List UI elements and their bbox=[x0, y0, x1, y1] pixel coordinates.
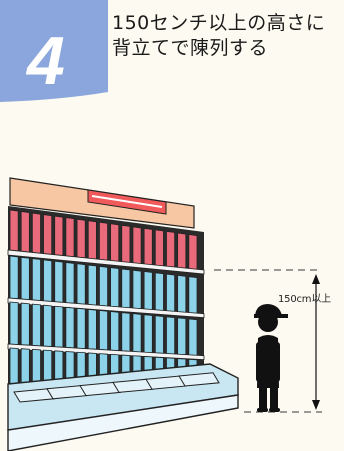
product-item bbox=[143, 227, 153, 266]
product-item bbox=[9, 209, 19, 252]
product-item bbox=[166, 316, 176, 355]
product-item bbox=[54, 215, 64, 257]
shelf-lip bbox=[7, 249, 205, 275]
product-item bbox=[20, 256, 30, 301]
product-item bbox=[99, 221, 108, 261]
product-item bbox=[188, 234, 198, 271]
title-line-1: 150センチ以上の高さに bbox=[112, 12, 326, 34]
product-item bbox=[143, 314, 153, 354]
product-item bbox=[31, 212, 41, 254]
product-item bbox=[132, 313, 142, 353]
shelf-lip bbox=[7, 297, 205, 319]
product-item bbox=[110, 223, 120, 262]
shelf-rows bbox=[7, 209, 205, 397]
product-item bbox=[121, 224, 131, 264]
base-trays bbox=[13, 372, 220, 403]
product-item bbox=[177, 274, 187, 313]
product-item bbox=[9, 255, 19, 300]
step-badge bbox=[0, 0, 108, 102]
title-line-2: 背立てで陳列する bbox=[112, 37, 269, 59]
product-item bbox=[188, 276, 198, 314]
product-item bbox=[65, 306, 75, 349]
product-item bbox=[121, 312, 131, 352]
product-item bbox=[76, 263, 86, 305]
product-item bbox=[154, 229, 164, 267]
product-item bbox=[154, 272, 164, 312]
product-item bbox=[31, 258, 41, 301]
product-item bbox=[9, 347, 19, 387]
product-item bbox=[76, 307, 86, 350]
product-item bbox=[20, 348, 30, 388]
shelf-row bbox=[7, 209, 205, 275]
person-icon bbox=[254, 304, 288, 412]
product-item bbox=[154, 315, 164, 354]
shelf-row bbox=[7, 255, 205, 319]
tray-item bbox=[178, 372, 220, 387]
product-item bbox=[43, 259, 53, 302]
product-item bbox=[54, 305, 64, 348]
product-item bbox=[188, 318, 198, 356]
product-item bbox=[99, 265, 108, 307]
product-item bbox=[20, 211, 30, 253]
product-item bbox=[177, 317, 187, 356]
product-item bbox=[54, 260, 64, 303]
product-item bbox=[65, 262, 75, 304]
product-item bbox=[166, 273, 176, 313]
product-item bbox=[9, 301, 19, 345]
product-item bbox=[87, 220, 97, 260]
product-item bbox=[65, 217, 75, 258]
step-number: 4 bbox=[25, 23, 65, 99]
product-item bbox=[166, 230, 176, 268]
product-item bbox=[132, 226, 142, 265]
height-label: 150cm以上 bbox=[278, 294, 331, 305]
product-item bbox=[20, 302, 30, 346]
product-item bbox=[43, 304, 53, 347]
product-item bbox=[110, 311, 120, 352]
product-item bbox=[132, 269, 142, 310]
product-item bbox=[143, 271, 153, 311]
product-item bbox=[121, 268, 131, 309]
product-item bbox=[31, 303, 41, 347]
shelf-lip bbox=[7, 343, 205, 361]
product-item bbox=[87, 308, 97, 350]
shelf-row bbox=[7, 301, 205, 361]
product-item bbox=[99, 310, 108, 351]
product-item bbox=[110, 267, 120, 308]
product-item bbox=[43, 214, 53, 255]
product-item bbox=[87, 264, 97, 306]
product-item bbox=[177, 232, 187, 269]
product-item bbox=[76, 218, 86, 259]
